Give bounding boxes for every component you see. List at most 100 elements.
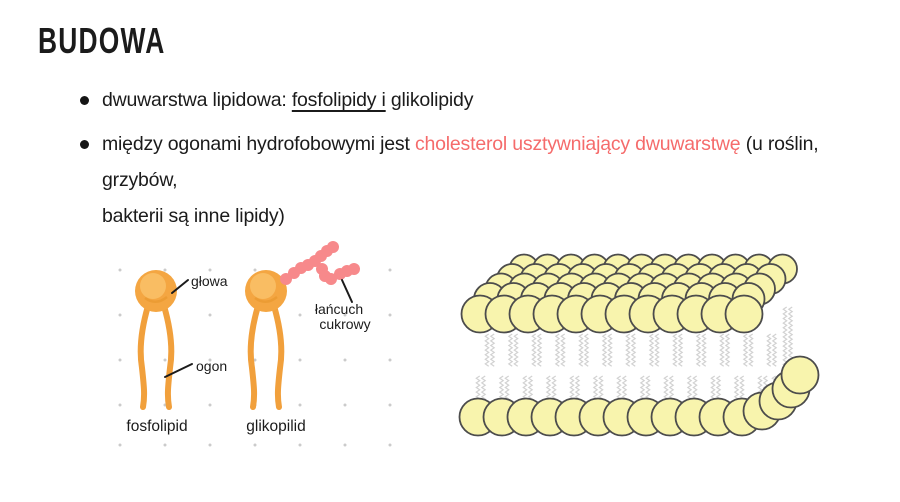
tail-zigzag xyxy=(578,333,584,367)
tail-zigzag xyxy=(625,333,631,367)
sugar-chain-label: łańcuch xyxy=(315,301,363,317)
grid-dot xyxy=(388,313,392,317)
page-title: BUDOWA xyxy=(38,20,166,61)
head-label: głowa xyxy=(191,273,228,289)
head-shading xyxy=(144,296,168,303)
grid-dot xyxy=(343,358,347,362)
sugar-chain-label: cukrowy xyxy=(319,316,370,332)
text-segment: między ogonami hydrofobowymi jest xyxy=(102,133,415,155)
grid-dot xyxy=(388,268,392,272)
tail-zigzag xyxy=(648,333,655,367)
bullet-dot xyxy=(80,140,89,149)
sugar-chain xyxy=(280,241,360,285)
sugar-bead xyxy=(325,273,337,285)
tail-zigzag xyxy=(672,333,678,367)
tail-zigzag xyxy=(531,333,537,367)
head-highlight xyxy=(250,273,276,299)
tail-zigzag xyxy=(748,333,754,367)
tail-zigzag xyxy=(489,333,496,367)
text-segment: bakterii są inne lipidy) xyxy=(102,205,285,227)
glycolipid-label: glikopilid xyxy=(246,418,305,435)
tail-path xyxy=(247,303,261,410)
grid-dot xyxy=(253,268,257,272)
tail-pointer-line xyxy=(164,363,193,378)
grid-dot xyxy=(298,403,302,407)
grid-dot xyxy=(118,268,122,272)
tail-zigzag xyxy=(513,333,519,367)
grid-dot xyxy=(343,443,347,447)
grid-dot xyxy=(253,443,257,447)
grid-dot xyxy=(163,358,167,362)
tail-zigzag xyxy=(484,333,490,367)
grid-dot xyxy=(343,313,347,317)
grid-dot xyxy=(298,443,302,447)
bilayer-bottom-heads xyxy=(458,355,820,437)
tail-path xyxy=(271,303,285,410)
tail-zigzag xyxy=(771,333,778,367)
grid-dot xyxy=(388,443,392,447)
tail-label: ogon xyxy=(196,358,227,374)
tail-zigzag xyxy=(766,333,772,367)
tail-zigzag xyxy=(601,333,608,367)
head-pointer-line xyxy=(171,279,189,294)
tail-path xyxy=(161,303,175,410)
grid-dot xyxy=(163,268,167,272)
text-segment: dwuwarstwa lipidowa: xyxy=(102,89,292,111)
tail-zigzag xyxy=(630,333,637,367)
tail-zigzag xyxy=(742,333,749,367)
tail-zigzag xyxy=(554,333,561,367)
sugar-chain-pointer-line xyxy=(341,279,353,303)
bullet-text: dwuwarstwa lipidowa: fosfolipidy i gliko… xyxy=(102,82,473,118)
grid-dot xyxy=(208,443,212,447)
grid-dot xyxy=(298,358,302,362)
notes-list: dwuwarstwa lipidowa: fosfolipidy i gliko… xyxy=(80,82,888,242)
tail-zigzag xyxy=(507,333,514,367)
tail-zigzag xyxy=(782,306,788,368)
lipid-molecule xyxy=(135,270,177,410)
bilayer-top-tails xyxy=(484,306,794,368)
text-segment: cholesterol usztywniający dwuwarstwę xyxy=(414,133,746,155)
grid-dot xyxy=(118,443,122,447)
phospholipid-label: fosfolipid xyxy=(126,418,187,435)
grid-dot xyxy=(208,358,212,362)
grid-dot xyxy=(343,403,347,407)
grid-dot xyxy=(118,403,122,407)
head-shading xyxy=(254,296,278,303)
tail-zigzag xyxy=(695,333,702,367)
grid-dot xyxy=(208,268,212,272)
grid-dot xyxy=(298,313,302,317)
grid-dot xyxy=(253,358,257,362)
sugar-bead xyxy=(327,241,339,253)
bilayer-head xyxy=(780,355,820,395)
grid-dot xyxy=(208,403,212,407)
lipid-bilayer-figure xyxy=(458,253,820,437)
tail-zigzag xyxy=(536,333,543,367)
grid-dot xyxy=(388,403,392,407)
sugar-bead xyxy=(348,263,360,275)
tail-zigzag xyxy=(583,333,590,367)
bilayer-top-sheet xyxy=(460,253,798,334)
tail-zigzag xyxy=(701,333,707,367)
note-bullet: między ogonami hydrofobowymi jest choles… xyxy=(80,126,888,234)
text-segment: glikolipidy xyxy=(385,89,474,111)
tail-zigzag xyxy=(654,333,660,367)
tail-zigzag xyxy=(787,306,794,368)
note-bullet: dwuwarstwa lipidowa: fosfolipidy i gliko… xyxy=(80,82,888,118)
grid-dot xyxy=(388,358,392,362)
bilayer-head xyxy=(724,294,764,334)
tail-path xyxy=(137,303,151,410)
grid-dot xyxy=(118,358,122,362)
tail-zigzag xyxy=(607,333,613,367)
bullet-dot xyxy=(80,96,89,105)
tail-zigzag xyxy=(560,333,566,367)
tail-zigzag xyxy=(724,333,731,367)
tail-zigzag xyxy=(677,333,684,367)
grid-dot xyxy=(118,313,122,317)
lipid-molecule xyxy=(245,270,287,410)
bullet-text: między ogonami hydrofobowymi jest choles… xyxy=(102,126,888,234)
text-segment: (u roślin, grzybów, xyxy=(102,133,819,191)
grid-dot xyxy=(163,443,167,447)
head-highlight xyxy=(140,273,166,299)
tail-zigzag xyxy=(719,333,725,367)
